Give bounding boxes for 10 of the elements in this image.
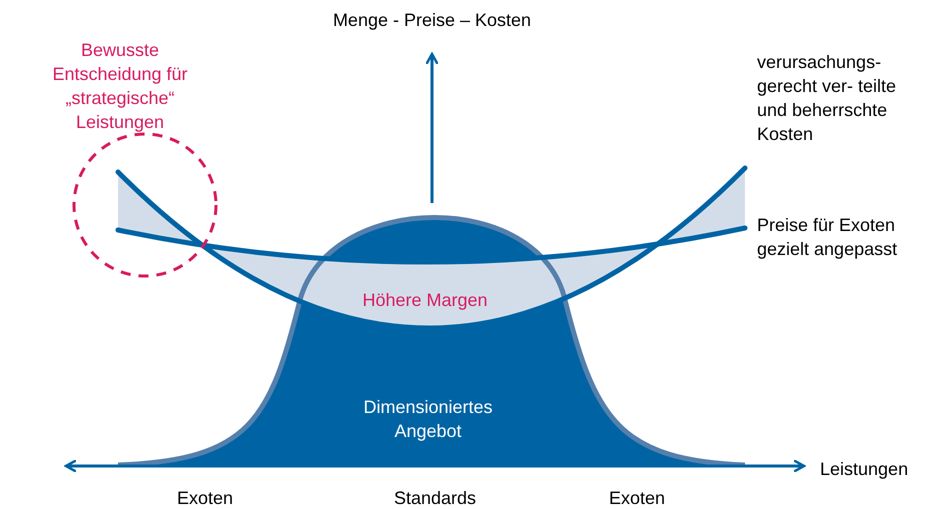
area-label: Dimensioniertes Angebot (362, 396, 494, 443)
axis-category-label: Standards (394, 487, 476, 509)
area-label: Höhere Margen (362, 289, 488, 312)
axis-title: Menge - Preise – Kosten (332, 9, 532, 32)
axis-label: Leistungen (820, 458, 908, 481)
annotation-text: verursachungs- gerecht ver- teilte und beherrschte Kosten (757, 51, 898, 146)
annotation-text: Preise für Exoten gezielt angepasst (757, 214, 898, 261)
axis-category-label: Exoten (608, 487, 666, 509)
annotation-text: Bewusste Entscheidung für „strategische“ Leistungen (51, 39, 189, 134)
axis-category-label: Exoten (176, 487, 234, 509)
